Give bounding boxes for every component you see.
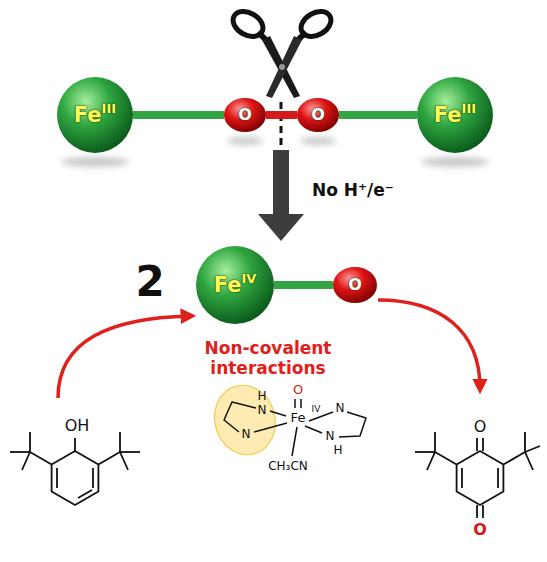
phenol-structure xyxy=(10,432,140,505)
node-text: O xyxy=(238,107,252,123)
element-symbol: O xyxy=(311,105,325,124)
iron-sphere: FeIII xyxy=(57,77,133,153)
condition-note: No H⁺/e⁻ xyxy=(312,180,394,200)
node-text: FeIV xyxy=(214,275,257,296)
iron-sphere: FeIV xyxy=(196,246,274,324)
element-symbol: O xyxy=(238,105,252,124)
node-outline xyxy=(297,98,339,132)
oxygen-ellipse: O xyxy=(297,98,339,132)
node-outline xyxy=(196,246,274,324)
atom-label: N xyxy=(242,427,251,441)
oxygen-ellipse: O xyxy=(333,267,377,303)
bond-line xyxy=(133,111,224,119)
atom-label: N xyxy=(336,401,345,415)
node-outline xyxy=(417,77,493,153)
oxidation-state: IV xyxy=(241,271,256,286)
node-text: FeIII xyxy=(434,105,476,126)
reaction-arrow xyxy=(258,150,304,241)
atom-label: O xyxy=(473,520,487,539)
atom-label: N xyxy=(326,429,335,443)
node-outline xyxy=(333,267,377,303)
oxidation-state: III xyxy=(102,101,117,116)
atom-label: H xyxy=(257,389,266,403)
oxidation-state: III xyxy=(462,101,477,116)
atom-label: OH xyxy=(65,416,90,435)
product-arrow xyxy=(378,300,480,388)
bond-line xyxy=(266,111,297,119)
quinone-structure xyxy=(415,432,540,518)
node-outline xyxy=(57,77,133,153)
node-text: O xyxy=(311,107,325,123)
atom-label: Fe xyxy=(291,410,306,426)
cut-line xyxy=(280,102,283,158)
oxidation-state: IV xyxy=(312,404,321,415)
atom-label: H xyxy=(333,443,342,457)
scissors-icon xyxy=(229,6,336,98)
element-symbol: Fe xyxy=(214,273,242,297)
substrate-arrow xyxy=(58,316,190,398)
ligand-label: CH₃CN xyxy=(268,459,308,473)
stoichiometry-number: 2 xyxy=(135,257,164,307)
node-text: O xyxy=(348,277,362,293)
node-outline xyxy=(224,98,266,132)
atom-label: O xyxy=(474,417,487,436)
bond-line xyxy=(274,281,333,289)
node-text: FeIII xyxy=(74,105,116,126)
element-symbol: Fe xyxy=(434,103,462,127)
element-symbol: O xyxy=(348,275,362,294)
bond-line xyxy=(339,111,417,119)
atom-label: O xyxy=(293,382,303,398)
iron-complex-structure xyxy=(224,399,366,456)
iron-sphere: FeIII xyxy=(417,77,493,153)
oxygen-ellipse: O xyxy=(224,98,266,132)
interaction-highlight xyxy=(207,378,283,461)
interaction-note: Non-covalent interactions xyxy=(193,338,343,379)
element-symbol: Fe xyxy=(74,103,102,127)
atom-label: N xyxy=(258,403,267,417)
